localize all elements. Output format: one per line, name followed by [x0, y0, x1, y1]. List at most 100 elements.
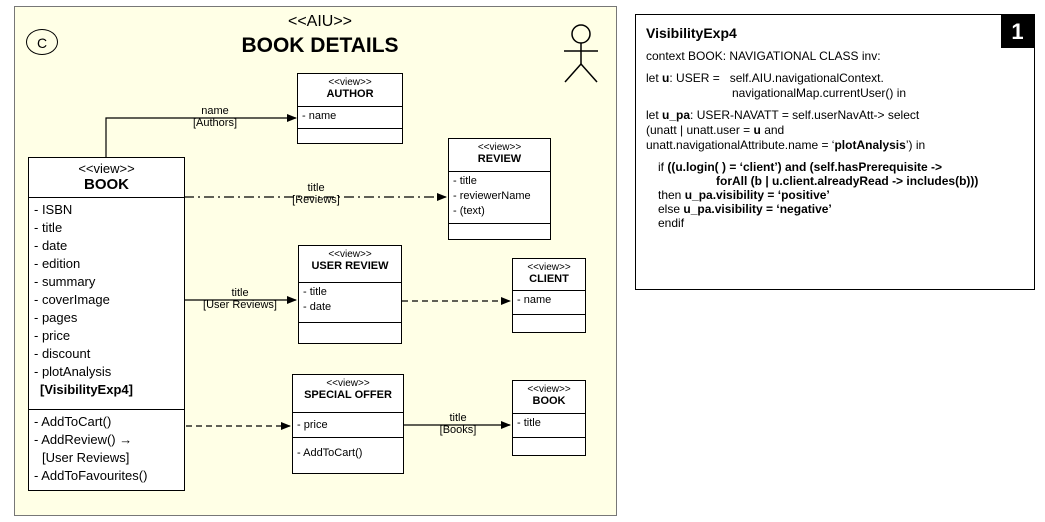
attribute: - title: [517, 417, 541, 429]
class-stereotype: <<view>>: [477, 142, 522, 153]
attribute: - reviewerName: [453, 190, 531, 202]
edge-label-authors: name[Authors]: [192, 105, 238, 129]
class-user-review-header: <<view>> USER REVIEW: [299, 246, 401, 283]
class-client[interactable]: <<view>> CLIENT - name: [512, 258, 586, 333]
attribute: - edition: [34, 256, 81, 271]
class-name: AUTHOR: [326, 88, 374, 100]
class-book-operations: - AddToCart() - AddReview() → [User Revi…: [29, 410, 184, 490]
class-special-offer[interactable]: <<view>> SPECIAL OFFER - price - AddToCa…: [292, 374, 404, 474]
edge-book-author: [105, 114, 297, 157]
condition: ((u.login( ) = ‘client’) and (self.hasPr…: [667, 160, 943, 174]
aiu-category-tag: C: [26, 29, 58, 55]
visibility-condition: [VisibilityExp4]: [40, 382, 133, 397]
class-name: SPECIAL OFFER: [304, 389, 392, 401]
class-user-review-attributes: - title - date: [299, 283, 401, 323]
attribute: - name: [302, 110, 337, 122]
let-u-statement: let u: USER = self.AIU.navigationalConte…: [646, 71, 1024, 101]
class-review[interactable]: <<view>> REVIEW - title - reviewerName -…: [448, 138, 551, 240]
attribute: - discount: [34, 346, 91, 361]
class-stereotype: <<view>>: [527, 262, 571, 273]
edge-label-books: title[Books]: [439, 412, 477, 436]
attribute: - name: [517, 294, 552, 306]
attribute: - date: [303, 301, 332, 313]
class-stereotype: <<view>>: [328, 77, 372, 88]
association-edges: [105, 114, 511, 430]
class-book-small-header: <<view>> BOOK: [513, 381, 585, 414]
class-stereotype: <<view>>: [326, 378, 370, 389]
keyword-let: let: [646, 71, 663, 85]
attribute: - summary: [34, 274, 96, 289]
class-stereotype: <<view>>: [328, 249, 372, 260]
class-client-attributes: - name: [513, 291, 585, 315]
class-name: REVIEW: [477, 153, 522, 165]
edge-label-user-reviews: title[User Reviews]: [203, 287, 277, 311]
class-client-operations: [513, 315, 585, 319]
class-book-header: <<view>> BOOK: [29, 158, 184, 198]
class-stereotype: <<view>>: [78, 161, 135, 176]
attribute: - ISBN: [34, 202, 73, 217]
operation-add-to-cart[interactable]: - AddToCart(): [34, 414, 112, 429]
attribute: - date: [34, 238, 68, 253]
class-special-offer-header: <<view>> SPECIAL OFFER: [293, 375, 403, 413]
operation-add-to-cart[interactable]: - AddToCart(): [297, 447, 363, 459]
class-user-review-operations: [299, 323, 401, 327]
attribute: - plotAnalysis: [34, 364, 112, 379]
keyword-let: let: [646, 108, 663, 122]
attribute: - (text): [453, 205, 485, 217]
visibility-expression-panel: 1 VisibilityExp4 context BOOK: NAVIGATIO…: [635, 14, 1035, 290]
variable-u: u: [753, 123, 761, 137]
class-book-small-operations: [513, 438, 585, 442]
else-expression: u_pa.visibility = ‘negative’: [683, 202, 832, 216]
edge-label-reviews: title[Reviews]: [292, 182, 340, 206]
class-name: BOOK: [532, 395, 566, 407]
attribute: - price: [34, 328, 71, 343]
class-author-attributes: - name: [298, 107, 402, 129]
condition: forAll (b | u.client.alreadyRead -> incl…: [716, 174, 979, 188]
operation-add-to-favourites[interactable]: - AddToFavourites(): [34, 468, 148, 483]
class-book-small-attributes: - title: [513, 414, 585, 438]
context-line: context BOOK: NAVIGATIONAL CLASS inv:: [646, 49, 881, 63]
class-author-header: <<view>> AUTHOR: [298, 74, 402, 107]
attribute: - pages: [34, 310, 78, 325]
expression: : USER-NAVATT = self.userNavAtt-> select: [690, 108, 920, 122]
let-u-pa-statement: let u_pa: USER-NAVATT = self.userNavAtt-…: [646, 108, 1024, 153]
class-book[interactable]: <<view>> BOOK - ISBN - title - date - ed…: [28, 157, 185, 491]
class-name: USER REVIEW: [311, 260, 389, 272]
class-special-offer-attributes: - price: [293, 413, 403, 438]
user-actor-icon: [564, 24, 598, 83]
attribute-name: plotAnalysis: [834, 138, 906, 152]
class-author-operations: [298, 129, 402, 133]
variable-u: u: [662, 71, 670, 85]
attribute: - coverImage: [34, 292, 110, 307]
attribute: - title: [453, 175, 477, 187]
panel-number-badge: 1: [1001, 15, 1034, 48]
panel-title: VisibilityExp4: [646, 25, 737, 41]
operation-add-review[interactable]: - AddReview() →: [34, 432, 133, 447]
keyword-then: then: [658, 188, 685, 202]
expression: ’) in: [905, 138, 926, 152]
aiu-stereotype: <<AIU>>: [287, 13, 353, 30]
attribute: - price: [297, 419, 328, 431]
class-author[interactable]: <<view>> AUTHOR - name: [297, 73, 403, 144]
keyword-else: else: [658, 202, 684, 216]
variable-u-pa: u_pa: [662, 108, 691, 122]
class-client-header: <<view>> CLIENT: [513, 259, 585, 291]
class-review-attributes: - title - reviewerName - (text): [449, 172, 550, 224]
expression: navigationalMap.currentUser() in: [732, 86, 907, 100]
class-book-attributes: - ISBN - title - date - edition - summar…: [29, 198, 184, 410]
expression: (unatt | unatt.user =: [646, 123, 754, 137]
if-block: if ((u.login( ) = ‘client’) and (self.ha…: [646, 160, 1024, 230]
class-review-header: <<view>> REVIEW: [449, 139, 550, 172]
type-decl: : USER =: [669, 71, 720, 85]
aiu-title: BOOK DETAILS: [241, 34, 399, 57]
keyword-if: if: [658, 160, 668, 174]
class-book-small[interactable]: <<view>> BOOK - title: [512, 380, 586, 456]
class-name: CLIENT: [529, 273, 569, 285]
then-expression: u_pa.visibility = ‘positive’: [684, 188, 830, 202]
keyword-endif: endif: [658, 216, 685, 230]
class-name: BOOK: [84, 176, 129, 193]
attribute: - title: [303, 286, 327, 298]
operation-add-review-target: [User Reviews]: [42, 450, 130, 465]
expression: unatt.navigationalAttribute.name = ‘: [646, 138, 835, 152]
class-user-review[interactable]: <<view>> USER REVIEW - title - date: [298, 245, 402, 344]
